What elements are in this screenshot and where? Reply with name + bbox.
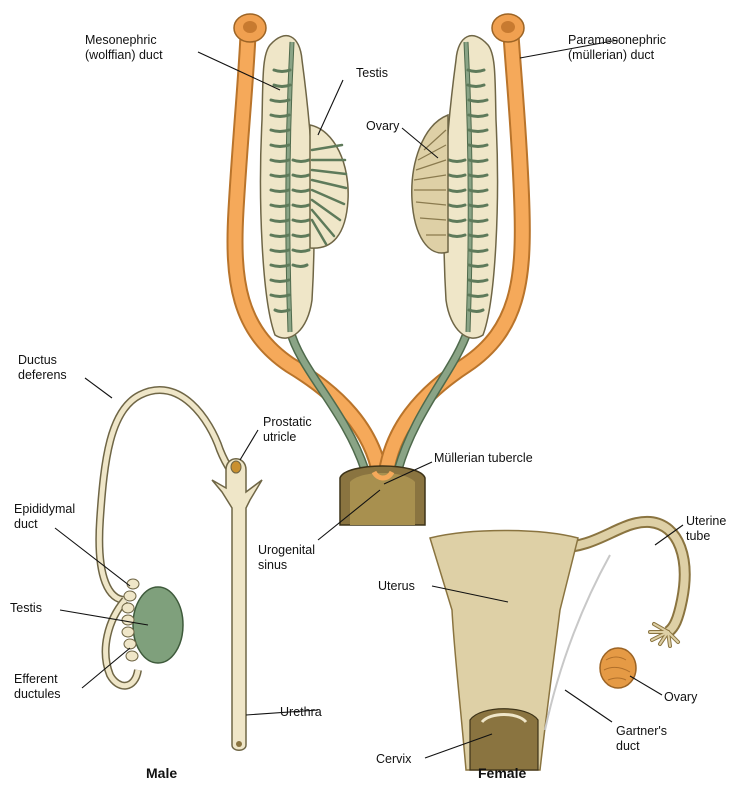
- developing-ovary: [412, 115, 448, 253]
- caption-female: Female: [478, 765, 526, 781]
- label-gartner-1: Gartner's: [616, 724, 667, 738]
- label-uterus: Uterus: [378, 579, 415, 593]
- urogenital-sinus: [340, 466, 425, 525]
- label-ductus-2: deferens: [18, 368, 67, 382]
- female-ovary: [600, 648, 636, 688]
- label-efferent-1: Efferent: [14, 672, 58, 686]
- label-testis-male: Testis: [10, 601, 42, 615]
- developing-testis: [310, 125, 348, 248]
- label-urogenital-2: sinus: [258, 558, 287, 572]
- label-mesonephric-1: Mesonephric: [85, 33, 157, 47]
- label-uterine-2: tube: [686, 529, 710, 543]
- label-paramesonephric-1: Paramesonephric: [568, 33, 666, 47]
- female-uterus: [430, 531, 578, 771]
- label-gartner-2: duct: [616, 739, 640, 753]
- label-mullerian-tubercle: Müllerian tubercle: [434, 451, 533, 465]
- label-ovary-top: Ovary: [366, 119, 400, 133]
- label-epididymal-2: duct: [14, 517, 38, 531]
- label-urethra: Urethra: [280, 705, 322, 719]
- label-urogenital-1: Urogenital: [258, 543, 315, 557]
- male-urethra: [212, 459, 262, 751]
- label-testis-top: Testis: [356, 66, 388, 80]
- left-mesonephros: [261, 36, 315, 338]
- label-ductus-1: Ductus: [18, 353, 57, 367]
- label-efferent-2: ductules: [14, 687, 61, 701]
- male-testis: [122, 579, 183, 663]
- label-prostatic-2: utricle: [263, 430, 296, 444]
- label-paramesonephric-2: (müllerian) duct: [568, 48, 655, 62]
- caption-male: Male: [146, 765, 177, 781]
- right-mesonephros: [444, 36, 498, 338]
- label-uterine-1: Uterine: [686, 514, 726, 528]
- label-prostatic-1: Prostatic: [263, 415, 312, 429]
- label-cervix: Cervix: [376, 752, 412, 766]
- label-ovary-female: Ovary: [664, 690, 698, 704]
- label-mesonephric-2: (wolffian) duct: [85, 48, 163, 62]
- label-epididymal-1: Epididymal: [14, 502, 75, 516]
